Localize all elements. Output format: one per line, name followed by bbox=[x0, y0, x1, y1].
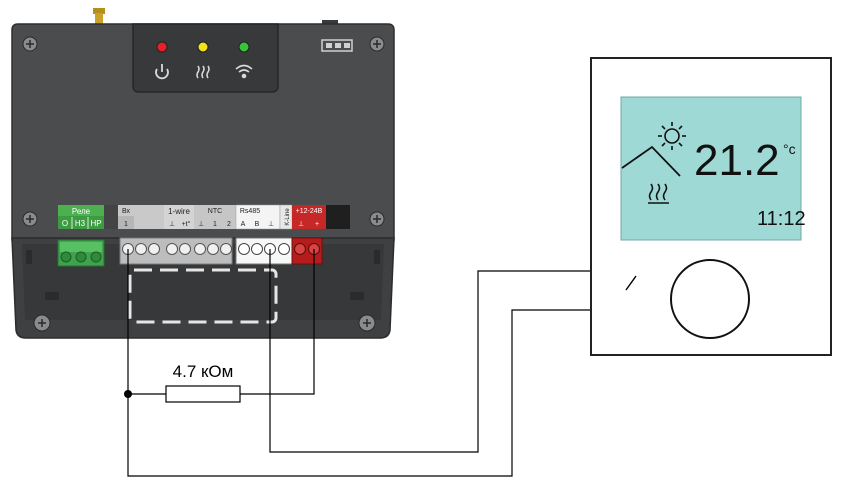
temperature-unit: °c bbox=[783, 141, 796, 157]
rs485-pin-a: A bbox=[241, 221, 246, 228]
heating-waves-icon bbox=[648, 183, 669, 204]
input-pin-1: 1 bbox=[124, 221, 128, 228]
screw-top-right bbox=[369, 36, 385, 52]
screw-mid-left bbox=[22, 211, 38, 227]
screw-top-left bbox=[22, 36, 38, 52]
rs485-pin-gnd: ⊥ bbox=[268, 221, 274, 228]
onewire-pin-t: +t° bbox=[182, 220, 191, 228]
wifi-icon bbox=[235, 64, 253, 79]
thermostat-knob[interactable] bbox=[670, 259, 750, 339]
relay-terminal-block bbox=[57, 239, 105, 267]
ntc-title: NTC bbox=[208, 208, 222, 215]
ntc-pin-gnd: ⊥ bbox=[198, 221, 204, 228]
ntc-pin-1: 1 bbox=[213, 221, 217, 228]
sun-icon bbox=[658, 122, 686, 150]
power-pin-gnd: ⊥ bbox=[298, 221, 304, 228]
temperature-value: 21.2 bbox=[694, 136, 780, 185]
battery-icon bbox=[321, 39, 353, 52]
relay-pin-o: O bbox=[62, 219, 68, 228]
onewire-title: 1-wire bbox=[168, 207, 190, 216]
led-panel bbox=[132, 23, 279, 93]
mount-slot-left bbox=[45, 292, 59, 300]
heating-led bbox=[197, 41, 209, 53]
junction-dot bbox=[124, 390, 132, 398]
onewire-pin-gnd: ⊥ bbox=[169, 221, 175, 228]
resistor-label: 4.7 кОм bbox=[173, 362, 234, 381]
clock-value: 11:12 bbox=[757, 208, 806, 230]
relay-pin-nz: Н3 bbox=[75, 219, 86, 228]
rs485-title: Rs485 bbox=[240, 208, 260, 215]
power-icon bbox=[155, 64, 169, 80]
cable-knockout bbox=[128, 268, 278, 324]
input-title: Вх bbox=[122, 208, 131, 215]
screw-mid-right bbox=[369, 211, 385, 227]
terminal-label-strip: Реле O Н3 НР Вх 1 1-wire ⊥ +t° NTC ⊥ 1 2 bbox=[58, 204, 350, 230]
relay-contact bbox=[625, 275, 637, 291]
mount-slot-right bbox=[350, 292, 364, 300]
power-title: +12-24В bbox=[296, 208, 323, 215]
power-terminal-block bbox=[291, 237, 323, 265]
screw-bottom-right bbox=[358, 314, 376, 332]
network-led bbox=[238, 41, 250, 53]
power-pin-plus: + bbox=[315, 221, 319, 228]
relay-title: Реле bbox=[72, 207, 91, 216]
kline-title: K-Line bbox=[285, 208, 291, 226]
wire-resistor-to-power bbox=[240, 249, 315, 395]
resistor: 4.7 кОм bbox=[165, 362, 241, 403]
white-terminal-block bbox=[235, 237, 293, 265]
power-led bbox=[156, 41, 168, 53]
thermostat-lcd bbox=[620, 96, 802, 241]
grey-terminal-block bbox=[119, 237, 233, 265]
room-thermostat: 21.2 °c 11:12 bbox=[590, 57, 832, 356]
controller-unit: Реле O Н3 НР Вх 1 1-wire ⊥ +t° NTC ⊥ 1 2 bbox=[11, 8, 395, 339]
ntc-pin-2: 2 bbox=[227, 221, 231, 228]
heating-icon bbox=[196, 65, 210, 79]
controller-body bbox=[11, 23, 395, 241]
relay-pin-nr: НР bbox=[90, 219, 101, 228]
rs485-pin-b: B bbox=[255, 221, 260, 228]
house-icon bbox=[621, 145, 681, 177]
screw-bottom-left bbox=[33, 314, 51, 332]
